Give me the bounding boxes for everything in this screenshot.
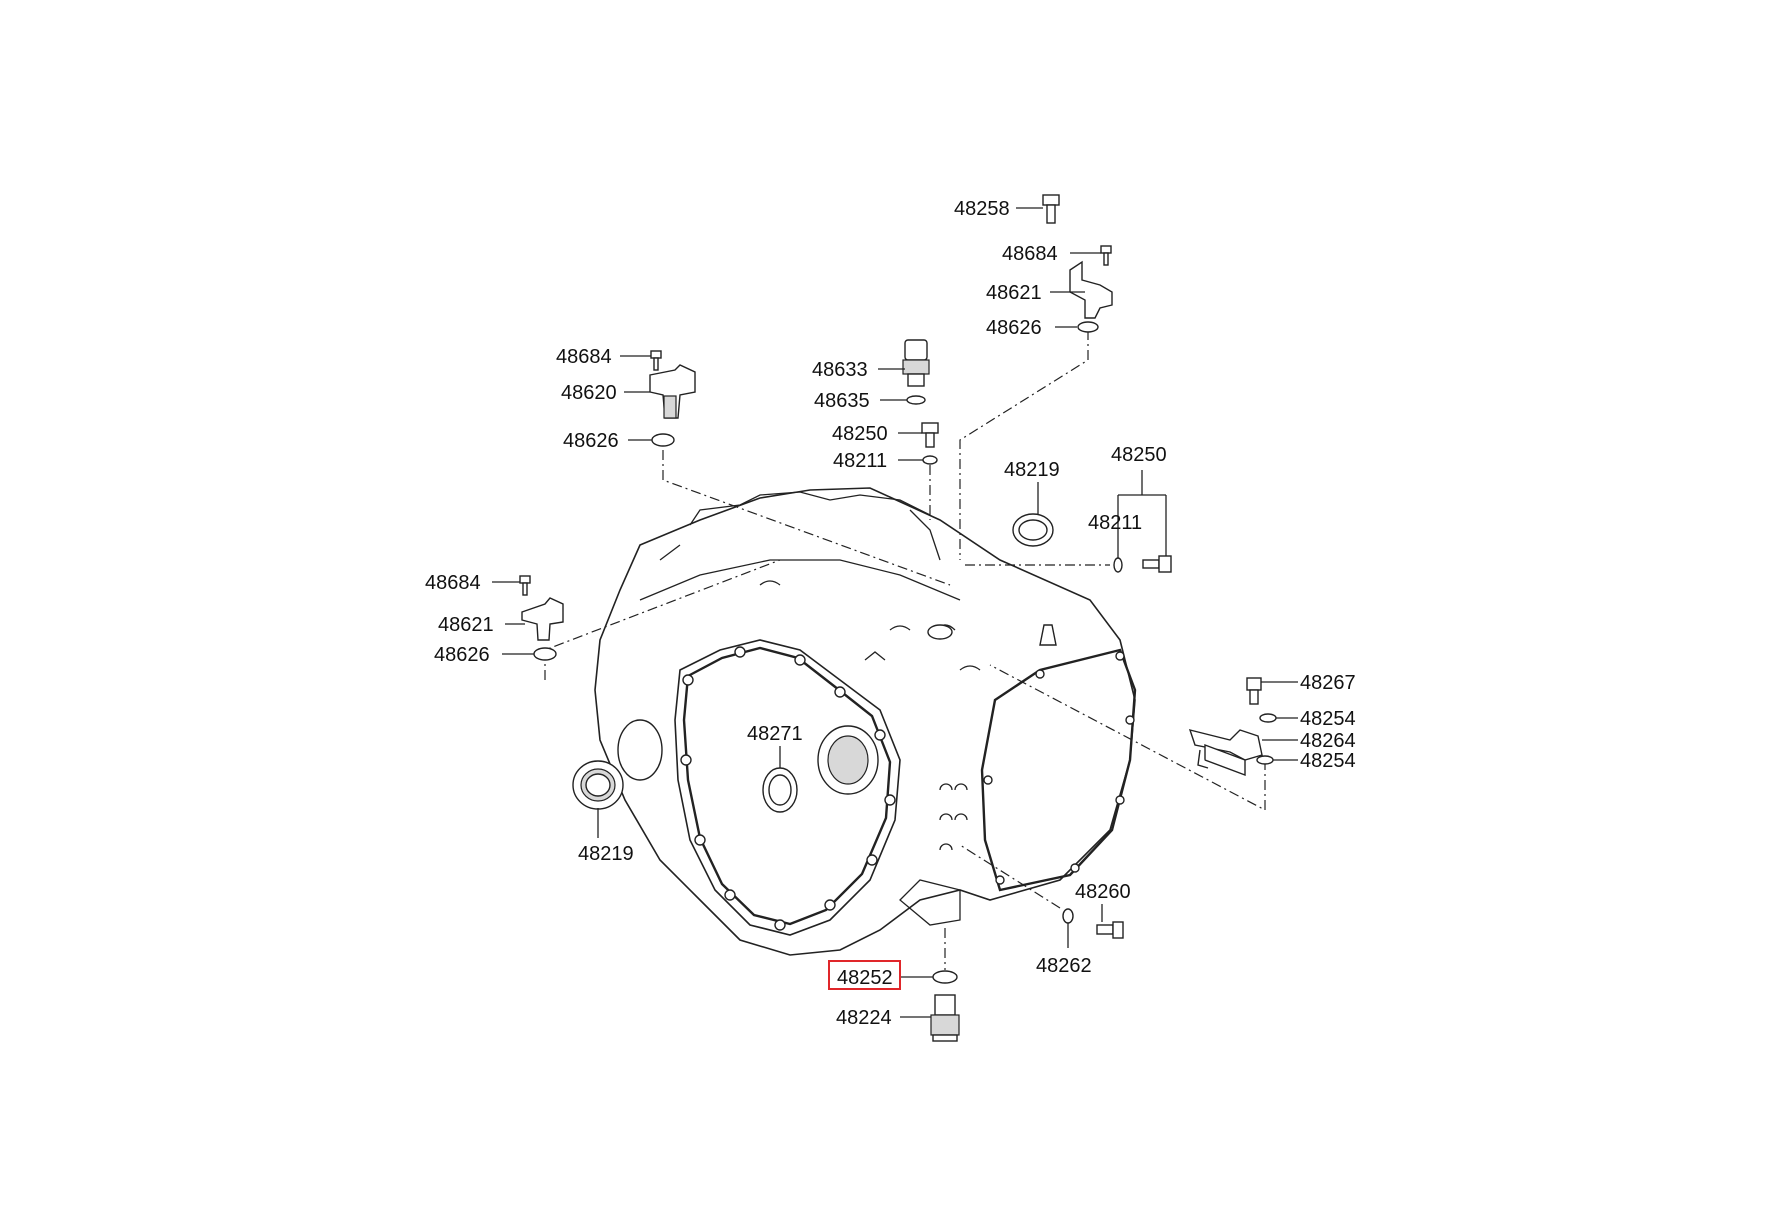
part-48219-seal-upper[interactable] <box>1012 513 1054 547</box>
part-48633-switch[interactable] <box>902 339 930 387</box>
part-48254-washer-upper[interactable] <box>1259 713 1277 723</box>
part-48621-sensor-left[interactable] <box>521 597 564 641</box>
part-48267-bolt[interactable] <box>1246 677 1262 705</box>
label-48626-top[interactable]: 48626 <box>986 317 1042 339</box>
label-48626-left-upper[interactable]: 48626 <box>563 430 619 452</box>
part-48258-bolt[interactable] <box>1042 194 1060 224</box>
label-48211-right[interactable]: 48211 <box>1088 512 1142 534</box>
label-48219-lower[interactable]: 48219 <box>578 843 634 865</box>
label-48254-upper[interactable]: 48254 <box>1300 708 1356 730</box>
callout-leaders <box>492 207 1298 1018</box>
part-48250-bolt-right[interactable] <box>1142 555 1172 573</box>
part-48211-washer-right[interactable] <box>1113 557 1123 573</box>
part-48626-oring-left-lower[interactable] <box>533 647 557 661</box>
part-48219-seal-lower[interactable] <box>572 760 624 810</box>
part-48635-washer[interactable] <box>906 395 926 405</box>
part-48224-drain-plug[interactable] <box>930 994 960 1042</box>
label-48260[interactable]: 48260 <box>1075 881 1131 903</box>
label-48635[interactable]: 48635 <box>814 390 870 412</box>
label-48626-left-lower[interactable]: 48626 <box>434 644 490 666</box>
part-48254-washer-lower[interactable] <box>1256 755 1274 765</box>
label-48633[interactable]: 48633 <box>812 359 868 381</box>
label-48211-center[interactable]: 48211 <box>833 450 887 472</box>
label-48262[interactable]: 48262 <box>1036 955 1092 977</box>
label-48684-left-lower[interactable]: 48684 <box>425 572 481 594</box>
part-48684-bolt-left-lower[interactable] <box>519 575 531 596</box>
label-48684-top[interactable]: 48684 <box>1002 243 1058 265</box>
part-48684-bolt-left-upper[interactable] <box>650 350 662 371</box>
part-number-labels: 48258 48684 48621 48626 48684 48620 4862… <box>425 198 1356 1029</box>
part-48626-oring-left-upper[interactable] <box>651 433 675 447</box>
part-48271-seal[interactable] <box>762 767 798 813</box>
label-48219-upper[interactable]: 48219 <box>1004 459 1060 481</box>
label-48250-right[interactable]: 48250 <box>1111 444 1167 466</box>
part-48260-bolt[interactable] <box>1096 921 1124 939</box>
label-48250-center[interactable]: 48250 <box>832 423 888 445</box>
part-48684-bolt-top[interactable] <box>1100 245 1112 266</box>
label-48267[interactable]: 48267 <box>1300 672 1356 694</box>
label-48252[interactable]: 48252 <box>837 967 893 989</box>
label-48271[interactable]: 48271 <box>747 723 803 745</box>
label-48620[interactable]: 48620 <box>561 382 617 404</box>
part-48250-bolt-center[interactable] <box>921 422 939 448</box>
part-48621-sensor-top[interactable] <box>1069 260 1113 319</box>
label-48264[interactable]: 48264 <box>1300 730 1356 752</box>
highlight-box <box>828 960 901 990</box>
label-48258[interactable]: 48258 <box>954 198 1010 220</box>
part-48252-washer[interactable] <box>932 970 958 984</box>
bell-housing-bolt-holes <box>680 646 896 931</box>
part-48620-sensor[interactable] <box>649 364 696 419</box>
label-48254-lower[interactable]: 48254 <box>1300 750 1356 772</box>
label-48621-top[interactable]: 48621 <box>986 282 1042 304</box>
label-48684-left-upper[interactable]: 48684 <box>556 346 612 368</box>
part-48262-washer[interactable] <box>1062 908 1074 924</box>
part-48211-washer-center[interactable] <box>922 455 938 465</box>
transmission-housing <box>594 487 1137 956</box>
part-48626-oring-top[interactable] <box>1077 321 1099 333</box>
part-48264-fitting[interactable] <box>1188 729 1263 777</box>
oil-pan-bolt-holes <box>983 651 1135 885</box>
label-48621-left[interactable]: 48621 <box>438 614 494 636</box>
label-48224[interactable]: 48224 <box>836 1007 892 1029</box>
